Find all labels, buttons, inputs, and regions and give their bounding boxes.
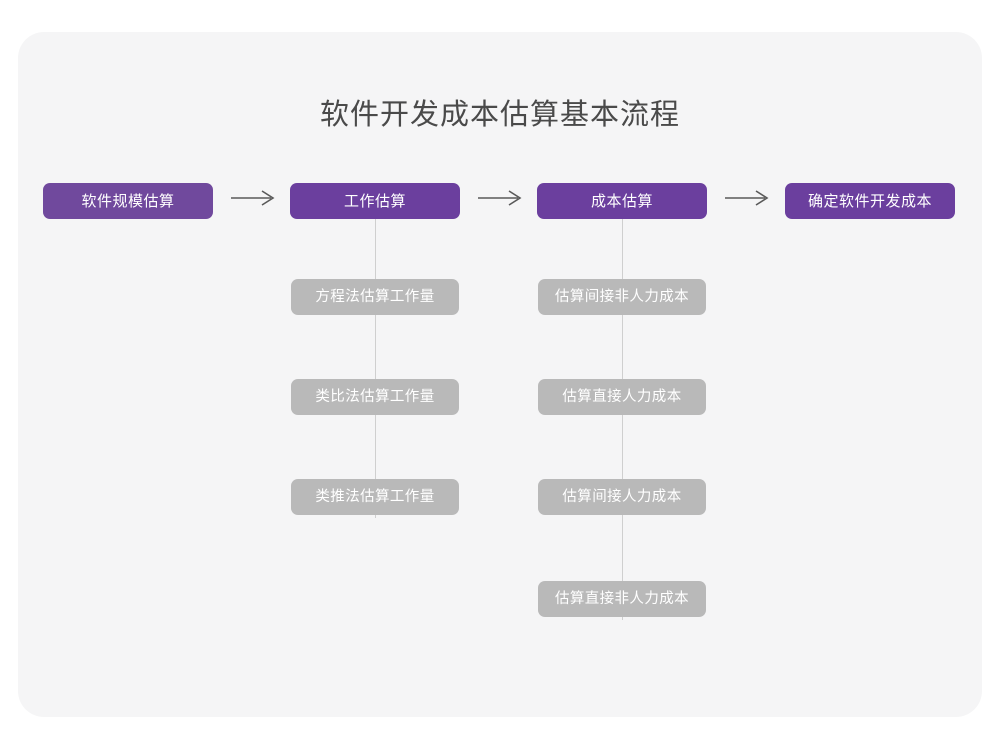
flow-subnode-step3-1[interactable]: 估算间接非人力成本 xyxy=(538,279,706,315)
flow-subnode-step2-2-label: 类比法估算工作量 xyxy=(315,388,435,405)
flow-subnode-step3-2[interactable]: 估算直接人力成本 xyxy=(538,379,706,415)
arrow-step3-to-step4 xyxy=(722,186,774,210)
flow-node-step2[interactable]: 工作估算 xyxy=(290,183,460,219)
flow-subnode-step2-2[interactable]: 类比法估算工作量 xyxy=(291,379,459,415)
flow-subnode-step3-4[interactable]: 估算直接非人力成本 xyxy=(538,581,706,617)
flow-node-step4[interactable]: 确定软件开发成本 xyxy=(785,183,955,219)
flow-subnode-step3-3[interactable]: 估算间接人力成本 xyxy=(538,479,706,515)
arrow-step1-to-step2 xyxy=(228,186,280,210)
flow-node-step1[interactable]: 软件规模估算 xyxy=(43,183,213,219)
diagram-card-panel xyxy=(18,32,982,717)
flow-node-step4-label: 确定软件开发成本 xyxy=(807,191,932,210)
page-title: 软件开发成本估算基本流程 xyxy=(319,97,680,131)
flow-subnode-step3-4-label: 估算直接非人力成本 xyxy=(554,590,690,607)
flow-subnode-step3-1-label: 估算间接非人力成本 xyxy=(554,288,690,305)
arrow-step2-to-step3 xyxy=(475,186,527,210)
flow-subnode-step3-2-label: 估算直接人力成本 xyxy=(562,388,682,405)
flow-node-step2-label: 工作估算 xyxy=(343,191,406,210)
flow-node-step3[interactable]: 成本估算 xyxy=(537,183,707,219)
flow-node-step1-label: 软件规模估算 xyxy=(81,191,175,210)
connector-line-step2 xyxy=(375,218,376,518)
connector-line-step3 xyxy=(622,218,623,620)
flow-node-step3-label: 成本估算 xyxy=(590,191,653,210)
flow-subnode-step2-1-label: 方程法估算工作量 xyxy=(315,288,435,305)
flow-subnode-step3-3-label: 估算间接人力成本 xyxy=(562,488,682,505)
flow-subnode-step2-1[interactable]: 方程法估算工作量 xyxy=(291,279,459,315)
flow-subnode-step2-3-label: 类推法估算工作量 xyxy=(315,488,435,505)
flow-subnode-step2-3[interactable]: 类推法估算工作量 xyxy=(291,479,459,515)
